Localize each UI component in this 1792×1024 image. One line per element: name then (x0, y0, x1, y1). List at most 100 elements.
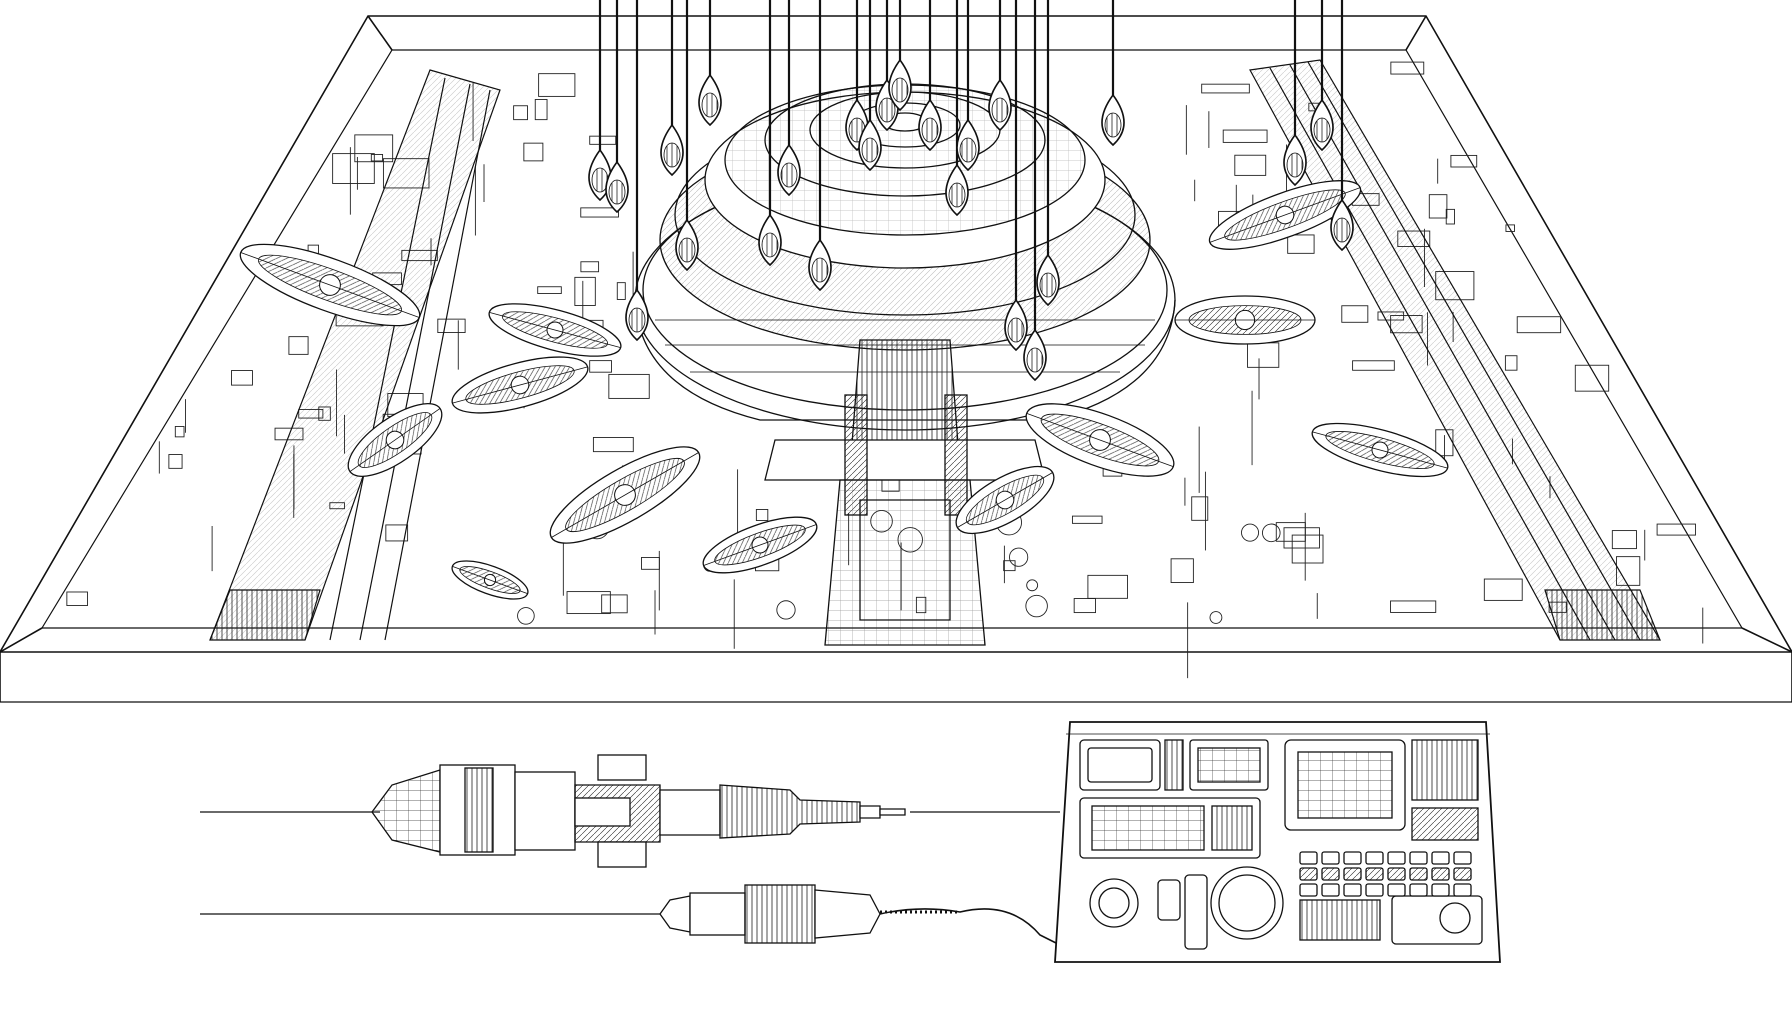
pendant-lamp (1330, 0, 1354, 252)
panel-button (1387, 883, 1406, 897)
ship (451, 356, 589, 414)
pendant-lamp (660, 0, 684, 177)
panel-button (1365, 883, 1384, 897)
circuit-block (1341, 305, 1369, 323)
right-pipeline (1249, 59, 1662, 641)
pendant-lamp (1004, 0, 1028, 352)
circuit-block (1071, 515, 1103, 524)
ship (1174, 295, 1316, 345)
circuit-block (231, 370, 253, 386)
floor-port (1009, 547, 1029, 567)
circuit-block (1656, 523, 1696, 536)
floor-port (776, 600, 796, 620)
panel-button (1431, 867, 1450, 881)
circuit-block (574, 276, 596, 306)
circuit-block (1234, 154, 1267, 176)
tray-frame (0, 15, 1792, 703)
pendant-lamp (758, 0, 782, 267)
circuit-block (589, 135, 617, 145)
circuit-block (589, 360, 612, 373)
left-pipeline (209, 69, 501, 641)
drill-device (200, 754, 1060, 868)
panel-button (1299, 867, 1318, 881)
pendant-lamp (988, 0, 1012, 132)
circuit-block (1170, 558, 1194, 584)
circuit-block (1291, 534, 1324, 564)
pendant-lamp (956, 0, 980, 172)
panel-button (1453, 867, 1472, 881)
circuit-block (1516, 316, 1562, 334)
pendant-lamp (1023, 0, 1047, 382)
circuit-block (601, 594, 628, 614)
floor-port (1262, 523, 1281, 543)
ship-fleet (239, 180, 1449, 600)
pendant-lamps (588, 0, 1354, 382)
ship (347, 403, 443, 477)
circuit-block (1574, 364, 1610, 392)
pendant-lamp (918, 0, 942, 152)
control-panel (1054, 721, 1501, 963)
panel-button (1453, 883, 1472, 897)
circuit-block (534, 99, 548, 121)
circuit-block (385, 524, 409, 542)
circuit-block (1287, 234, 1315, 254)
pendant-lamp (888, 0, 912, 112)
circuit-block (66, 591, 88, 606)
panel-button (1321, 851, 1340, 865)
handpiece-device (200, 884, 1061, 946)
circuit-block (1390, 600, 1437, 613)
circuit-block (537, 286, 562, 294)
pendant-lamp (808, 0, 832, 292)
pendant-lamp (625, 0, 649, 342)
circuit-block (1450, 154, 1478, 168)
panel-button (1343, 851, 1362, 865)
panel-button (1409, 851, 1428, 865)
pendant-lamp (1101, 0, 1125, 147)
circuit-block (288, 336, 309, 355)
panel-button (1299, 851, 1318, 865)
circuit-block (1504, 355, 1518, 371)
circuit-block (174, 426, 185, 438)
floor-port (1241, 523, 1260, 542)
pendant-lamp (588, 0, 612, 202)
circuit-block (1201, 83, 1250, 94)
panel-button (1299, 883, 1318, 897)
circuit-block (566, 591, 611, 615)
circuit-block (641, 557, 660, 570)
panel-button (1321, 883, 1340, 897)
panel-button-grid (1299, 851, 1472, 897)
pendant-lamp (698, 0, 722, 127)
circuit-block (538, 73, 576, 97)
panel-button (1321, 867, 1340, 881)
panel-button (1343, 867, 1362, 881)
circuit-block (616, 282, 626, 300)
ship (955, 465, 1055, 535)
panel-button (1431, 883, 1450, 897)
panel-button (1387, 851, 1406, 865)
circuit-block (1352, 360, 1395, 371)
panel-button (1365, 851, 1384, 865)
circuit-block (1611, 530, 1637, 550)
panel-button (1343, 883, 1362, 897)
floor-port (1026, 579, 1039, 592)
pendant-lamp (875, 0, 899, 132)
circuit-block (608, 373, 650, 399)
circuit-block (1483, 578, 1523, 601)
panel-button (1431, 851, 1450, 865)
pendant-lamp (777, 0, 801, 197)
floor-port (1025, 594, 1048, 618)
pendant-lamp (1036, 0, 1060, 307)
pendant-lamp (605, 0, 629, 214)
ship (702, 516, 818, 574)
circuit-block (1283, 527, 1320, 549)
circuit-block (1003, 560, 1016, 572)
pendant-lamp (1310, 0, 1334, 152)
ship (488, 303, 622, 357)
ship (451, 560, 529, 600)
ship (1025, 403, 1175, 477)
floor-port (517, 607, 535, 625)
circuit-block (592, 437, 634, 453)
circuit-block (1428, 194, 1448, 219)
